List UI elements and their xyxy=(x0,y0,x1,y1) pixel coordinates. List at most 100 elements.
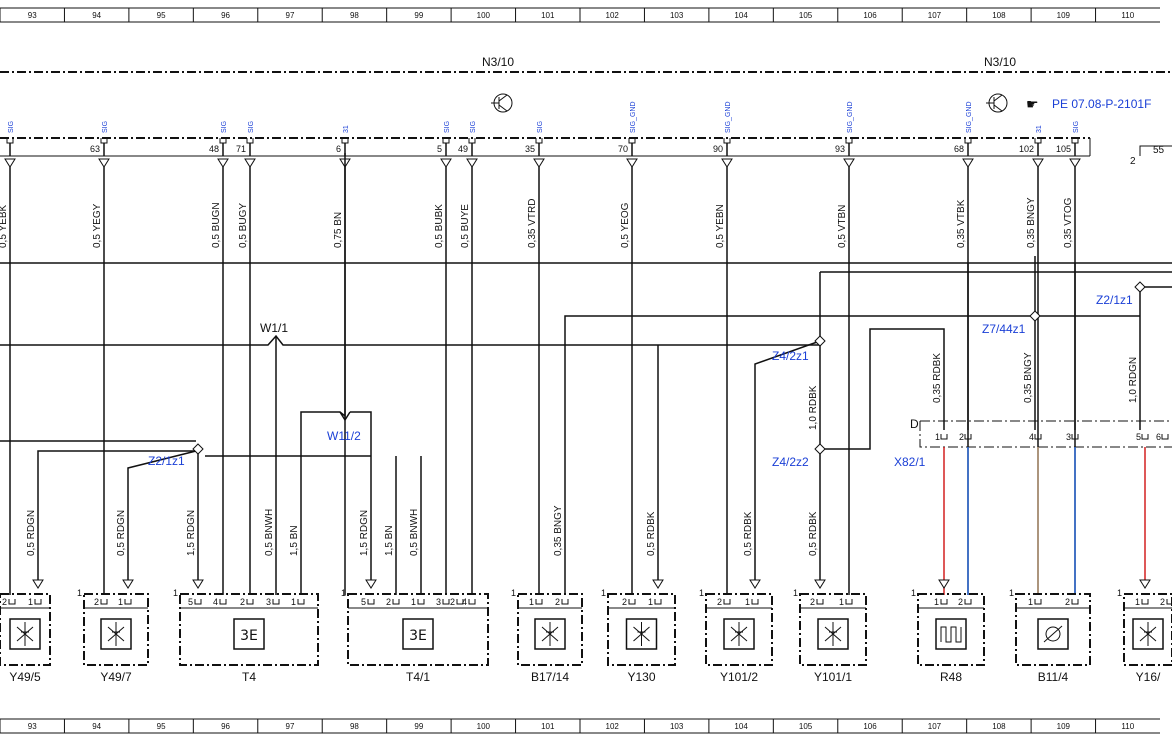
ruler-col: 105 xyxy=(799,11,813,20)
component-symbol-icon xyxy=(402,618,434,650)
ruler-col: 100 xyxy=(477,722,491,731)
pin-signal: 31 xyxy=(1036,125,1043,133)
ruler-col: 93 xyxy=(28,11,37,20)
component-pin: 2 xyxy=(810,597,815,607)
component-name: B11/4 xyxy=(1038,670,1069,684)
wire-label: 1,5 BN xyxy=(384,525,395,556)
splice-z7-44z1: Z7/44z1 xyxy=(982,322,1026,336)
valve-icon xyxy=(107,622,125,646)
component-name: Y101/1 xyxy=(814,670,852,684)
pin-signal: SIG_GND xyxy=(630,101,637,133)
valve-icon xyxy=(824,622,842,646)
splice-w11-2: W11/2 xyxy=(327,429,361,443)
pin-number: 5 xyxy=(437,144,442,154)
wire-label: 0,35 VTRD xyxy=(527,199,538,248)
component-pin: 2 xyxy=(386,597,391,607)
component-pin: 1 xyxy=(839,597,844,607)
wire-label: 0,5 RDBK xyxy=(808,511,819,556)
component-pin: 4 xyxy=(462,597,467,607)
valve-icon xyxy=(633,622,650,646)
valve-icon xyxy=(1139,622,1157,646)
component-pin: 5 xyxy=(188,597,193,607)
component-pin: 2 xyxy=(240,597,245,607)
ruler-col: 96 xyxy=(221,722,230,731)
ruler-col: 108 xyxy=(992,11,1006,20)
x82-pin-number: 4 xyxy=(1029,432,1034,442)
transistor-symbol-icon xyxy=(986,93,1008,113)
ruler-col: 107 xyxy=(928,722,942,731)
component-mark: 1 xyxy=(511,588,516,598)
wire-label: 0,5 BNWH xyxy=(264,509,275,556)
wire-label: 0,5 BUYE xyxy=(460,204,471,248)
wire-label: 0,5 BUGN xyxy=(211,202,222,248)
pin-number: 35 xyxy=(525,144,535,154)
pin-signal: SIG xyxy=(8,121,15,133)
component-pin: 1 xyxy=(745,597,750,607)
pin-signal: SIG xyxy=(1073,121,1080,133)
ruler-col: 104 xyxy=(734,722,748,731)
ruler-col: 102 xyxy=(606,722,620,731)
x82-pin-number: 3 xyxy=(1066,432,1071,442)
component-pin: 2 xyxy=(450,597,455,607)
component-pin: 2 xyxy=(555,597,560,607)
component-mark: 1 xyxy=(1117,588,1122,598)
pin-number: 70 xyxy=(618,144,628,154)
wire-label: 0,5 YEOG xyxy=(620,202,631,248)
transistor-symbol-icon xyxy=(491,93,513,113)
valve-icon xyxy=(730,622,748,646)
component-pin: 1 xyxy=(291,597,296,607)
component-name: Y16/ xyxy=(1136,670,1161,684)
wire-label: 0,5 YEBN xyxy=(715,204,726,248)
valve-icon xyxy=(541,622,559,646)
ruler-col: 110 xyxy=(1121,722,1134,731)
ruler-col: 109 xyxy=(1057,11,1071,20)
wire-label: 0,35 RDBK xyxy=(932,353,943,403)
grid-ruler: 9393949495959696979798989999100100101101… xyxy=(0,7,1160,734)
ruler-col: 96 xyxy=(221,11,230,20)
pin-signal: SIG xyxy=(470,121,477,133)
ruler-col: 98 xyxy=(350,11,359,20)
splice-w1-1: W1/1 xyxy=(260,321,288,335)
component-mark: 1 xyxy=(911,588,916,598)
component-pin: 2 xyxy=(1065,597,1070,607)
component-pin: 3 xyxy=(436,597,441,607)
splice-markers xyxy=(192,281,1146,455)
ruler-col: 98 xyxy=(350,722,359,731)
component-name: R48 xyxy=(940,670,962,684)
component-name: T4 xyxy=(242,670,256,684)
splice-z2-1z1-right: Z2/1z1 xyxy=(1096,293,1133,307)
connector-d-label: D xyxy=(910,417,919,431)
wire-label: 0,35 VTBK xyxy=(956,199,967,248)
wire-label: 0,5 VTBN xyxy=(837,205,848,248)
ruler-col: 94 xyxy=(92,722,101,731)
wire-label: 0,35 BNGY xyxy=(1026,197,1037,248)
ruler-col: 104 xyxy=(734,11,748,20)
pin-signal: SIG_GND xyxy=(966,101,973,133)
pin-number: 6 xyxy=(336,144,341,154)
x82-pin-number: 1 xyxy=(935,432,940,442)
ruler-col: 95 xyxy=(157,722,166,731)
pin-signal: SIG xyxy=(221,121,228,133)
ruler-col: 100 xyxy=(477,11,491,20)
component-mark: 1 xyxy=(1009,588,1014,598)
pin-number: 63 xyxy=(90,144,100,154)
sensor-icon xyxy=(1045,626,1061,642)
component-name: Y130 xyxy=(627,670,655,684)
component-pin: 2 xyxy=(958,597,963,607)
wire-label: 0,5 BUBK xyxy=(434,204,445,248)
ruler-col: 109 xyxy=(1057,722,1071,731)
component-pin: 2 xyxy=(717,597,722,607)
reference-link[interactable]: PE 07.08-P-2101F xyxy=(1052,97,1151,111)
